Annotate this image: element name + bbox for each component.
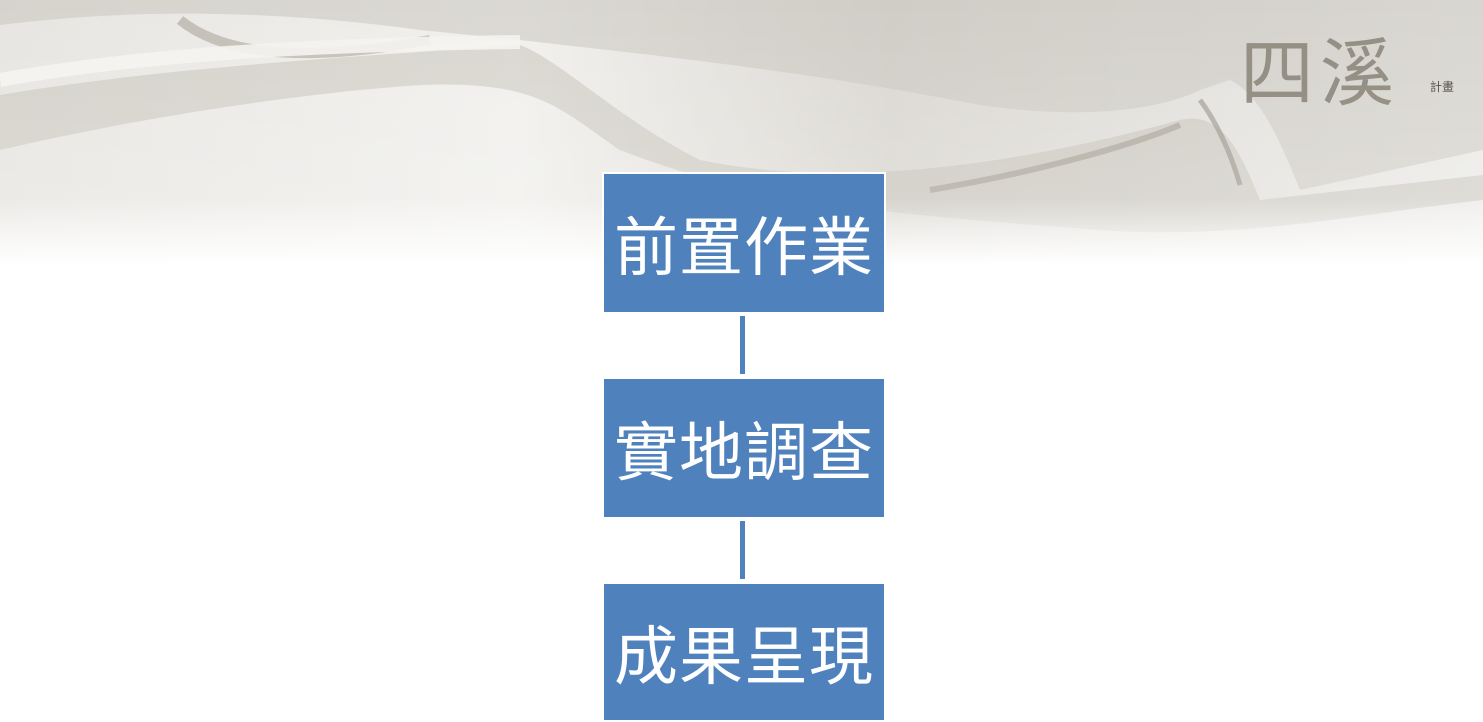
flow-step-results: 成果呈現 [602,582,886,722]
header-banner: 四溪 計畫 [0,0,1483,265]
flow-step-field-survey: 實地調查 [602,377,886,519]
flow-connector-1 [740,316,745,374]
flow-connector-2 [740,521,745,579]
flow-step-preparation: 前置作業 [602,172,886,314]
banner-artwork [0,0,1483,265]
logo-calligraphy: 四溪 [1240,31,1400,117]
logo-subtext: 計畫 [1430,80,1455,94]
